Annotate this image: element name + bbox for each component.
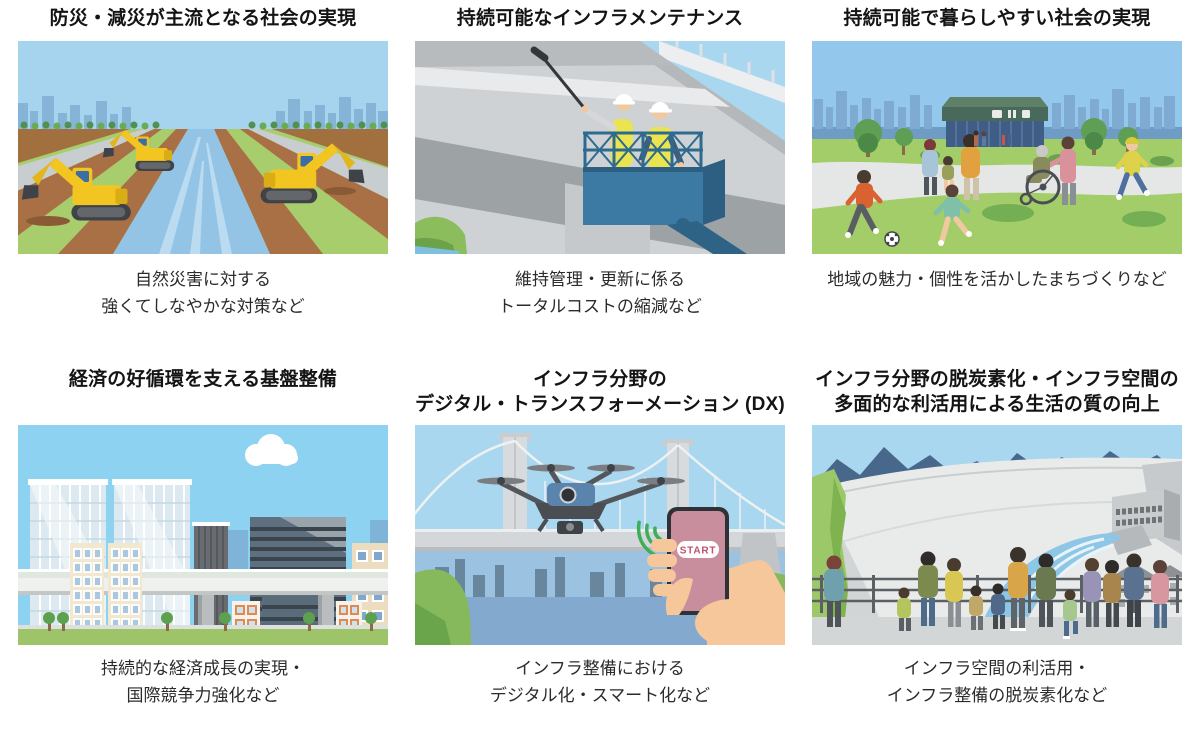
visitor (1008, 547, 1028, 631)
caption-line: 維持管理・更新に係る (515, 270, 685, 289)
river-excavators-svg (18, 41, 388, 254)
start-button: START (677, 541, 719, 558)
card-title-line: デジタル・トランスフォーメーション (DX) (415, 394, 785, 415)
card-infra-dx: インフラ分野の デジタル・トランスフォーメーション (DX) (415, 367, 785, 709)
card-title: インフラ分野の デジタル・トランスフォーメーション (DX) (415, 367, 785, 419)
street-level (18, 612, 388, 645)
outlet-structure (1108, 489, 1180, 555)
rotors (477, 464, 685, 485)
card-caption: インフラ空間の利活用・ インフラ整備の脱炭素化など (812, 655, 1182, 709)
card-title: インフラ分野の脱炭素化・インフラ空間の 多面的な利活用による生活の質の向上 (812, 367, 1182, 419)
visitor (1083, 558, 1101, 627)
card-caption: 持続的な経済成長の実現・ 国際競争力強化など (18, 655, 388, 709)
bridge-inspection-svg (415, 41, 785, 254)
illustration-bridge-inspection-lift (415, 41, 785, 254)
visitor (1103, 560, 1121, 627)
card-livable-society: 持続可能で暮らしやすい社会の実現 (812, 6, 1182, 320)
card-disaster-resilience: 防災・減災が主流となる社会の実現 (18, 6, 388, 320)
illustration-city-expressway (18, 425, 388, 645)
illustration-inclusive-park (812, 41, 1182, 254)
parapet-railing (659, 41, 785, 103)
city-skyline (18, 96, 388, 129)
background-figures (973, 130, 987, 146)
palm (695, 599, 767, 645)
city-skyline (814, 89, 1175, 129)
caption-line: 強くてしなやかな対策など (101, 297, 305, 316)
card-title: 経済の好循環を支える基盤整備 (18, 367, 388, 419)
visitor (945, 558, 963, 627)
card-title-line: 持続可能なインフラメンテナンス (456, 8, 744, 29)
river-streaks (159, 137, 232, 254)
boy-kicking-ball (845, 170, 900, 247)
river (113, 129, 270, 254)
visitor-child-walking (1063, 589, 1078, 639)
street-trees (43, 612, 377, 631)
caption-line: 国際競争力強化など (126, 686, 280, 705)
card-decarbonization: インフラ分野の脱炭素化・インフラ空間の 多面的な利活用による生活の質の向上 (812, 367, 1182, 709)
cream-midrise-buildings (70, 543, 142, 633)
city-svg (18, 425, 388, 645)
visitor-child (991, 583, 1005, 629)
cards-row-1: 防災・減災が主流となる社会の実現 (0, 6, 1200, 320)
park-path (812, 161, 1182, 209)
dirt-mound (26, 216, 70, 226)
wheelchair-pair (1019, 136, 1076, 206)
card-title-line: 持続可能で暮らしやすい社会の実現 (843, 8, 1151, 29)
park-building (942, 97, 1048, 147)
card-infra-maintenance: 持続可能なインフラメンテナンス (415, 6, 785, 320)
drone-dx-svg: START (415, 425, 785, 645)
hand-with-smartphone: START (647, 507, 785, 645)
dirt-mound (324, 187, 356, 195)
girder-light-band (415, 67, 730, 107)
start-button-label: START (680, 546, 717, 557)
caption-line: トータルコストの縮減など (498, 297, 702, 316)
card-title-line: 経済の好循環を支える基盤整備 (68, 369, 338, 390)
park-svg (812, 41, 1182, 254)
jogger (1115, 137, 1150, 200)
thumb (665, 577, 693, 615)
card-title: 持続可能で暮らしやすい社会の実現 (812, 6, 1182, 33)
visitor (824, 555, 844, 627)
card-caption: インフラ整備における デジタル化・スマート化など (415, 655, 785, 709)
card-title-line: 防災・減災が主流となる社会の実現 (49, 8, 357, 29)
crowd-of-visitors (824, 547, 1169, 639)
card-economic-foundation: 経済の好循環を支える基盤整備 (18, 367, 388, 709)
card-title-line: インフラ分野の脱炭素化・インフラ空間の (815, 369, 1179, 390)
soccer-ball (884, 231, 900, 247)
visitor (1036, 553, 1056, 627)
cards-row-2: 経済の好循環を支える基盤整備 (0, 367, 1200, 709)
illustration-drone-bridge-smartphone: START (415, 425, 785, 645)
visitor (918, 551, 938, 626)
card-title-line: 多面的な利活用による生活の質の向上 (834, 394, 1160, 415)
card-title-line: インフラ分野の (533, 369, 667, 390)
visitor-child (897, 587, 911, 631)
running-boy (933, 184, 972, 246)
lift-basket (583, 131, 747, 254)
illustration-dam-visitors (812, 425, 1182, 645)
caption-line: インフラ空間の利活用・ (903, 659, 1091, 678)
dam-svg (812, 425, 1182, 645)
caption-line: 持続的な経済成長の実現・ (101, 659, 305, 678)
caption-line: デジタル化・スマート化など (489, 686, 711, 705)
caption-line: インフラ整備における (515, 659, 685, 678)
visitor (1124, 553, 1144, 627)
card-caption: 維持管理・更新に係る トータルコストの縮減など (415, 266, 785, 320)
card-title: 防災・減災が主流となる社会の実現 (18, 6, 388, 33)
visitor (1151, 560, 1169, 628)
card-caption: 自然災害に対する 強くてしなやかな対策など (18, 266, 388, 320)
card-title: 持続可能なインフラメンテナンス (415, 6, 785, 33)
caption-line: 自然災害に対する (135, 270, 271, 289)
card-caption: 地域の魅力・個性を活かしたまちづくりなど (812, 266, 1182, 293)
tree-row (20, 121, 388, 130)
hill-and-water (415, 216, 467, 254)
illustration-excavators-dredging-river (18, 41, 388, 254)
drone (477, 464, 685, 534)
cloud (245, 434, 298, 466)
caption-line: 地域の魅力・個性を活かしたまちづくりなど (827, 270, 1167, 289)
family-group (922, 134, 980, 200)
visitor-child (969, 585, 983, 630)
caption-line: インフラ整備の脱炭素化など (886, 686, 1108, 705)
